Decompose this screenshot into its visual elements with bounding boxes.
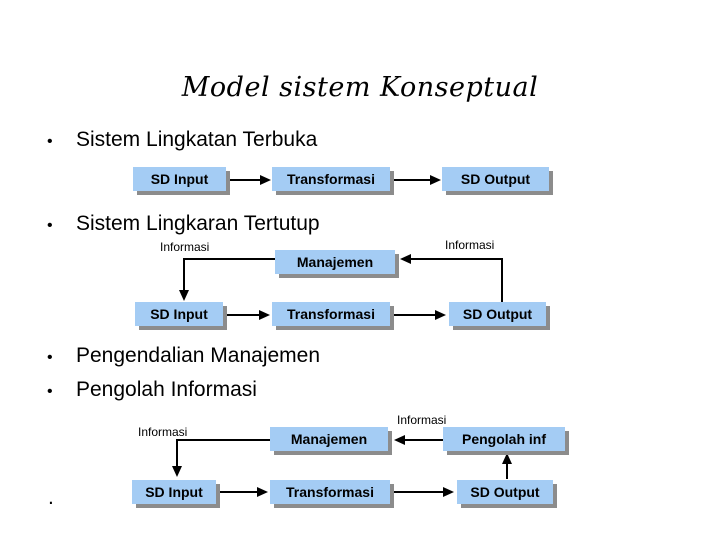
arrow-open-input-to-transformasi xyxy=(226,175,271,185)
box-ctrl-sd-input: SD Input xyxy=(132,480,216,504)
arrow-ctrl-pengolah-to-manajemen xyxy=(394,435,443,445)
arrow-ctrl-transformasi-to-output xyxy=(393,487,454,497)
label-ctrl-informasi-left: Informasi xyxy=(138,425,188,439)
box-closed-sd-output: SD Output xyxy=(449,302,546,326)
bullet-icon: • xyxy=(47,349,53,366)
bullet-item-3: • Pengendalian Manajemen xyxy=(47,343,320,371)
label-ctrl-informasi-top: Informasi xyxy=(397,413,447,427)
bullet-text: Sistem Lingkaran Tertutup xyxy=(76,212,320,235)
box-ctrl-sd-output: SD Output xyxy=(457,480,553,504)
bullet-item-2: • Sistem Lingkaran Tertutup xyxy=(47,211,320,239)
label-closed-informasi-left: Informasi xyxy=(160,240,210,254)
box-closed-transformasi: Transformasi xyxy=(272,302,390,326)
label-closed-informasi-right: Informasi xyxy=(445,238,495,252)
box-ctrl-manajemen: Manajemen xyxy=(270,427,388,451)
box-closed-sd-input: SD Input xyxy=(135,302,223,326)
bullet-icon: • xyxy=(47,217,53,234)
bullet-item-1: • Sistem Lingkatan Terbuka xyxy=(47,127,317,155)
bullet-icon: • xyxy=(47,383,53,400)
arrow-open-transformasi-to-output xyxy=(394,175,441,185)
bullet-item-4: • Pengolah Informasi xyxy=(47,377,257,405)
arrow-ctrl-manajemen-to-input xyxy=(172,439,270,477)
trailing-period: . xyxy=(48,486,54,509)
box-open-sd-input: SD Input xyxy=(133,167,226,191)
bullet-text: Pengolah Informasi xyxy=(76,378,257,401)
arrow-closed-manajemen-to-input xyxy=(179,258,275,301)
arrow-closed-output-to-manajemen xyxy=(400,254,503,302)
arrow-closed-input-to-transformasi xyxy=(226,310,270,320)
arrow-closed-transformasi-to-output xyxy=(394,310,446,320)
box-ctrl-transformasi: Transformasi xyxy=(270,480,390,504)
box-open-transformasi: Transformasi xyxy=(272,167,390,191)
bullet-icon: • xyxy=(47,133,53,150)
box-closed-manajemen: Manajemen xyxy=(275,250,395,274)
bullet-text: Pengendalian Manajemen xyxy=(76,344,321,367)
slide-title: Model sistem Konseptual xyxy=(181,72,539,103)
arrow-ctrl-input-to-transformasi xyxy=(219,487,268,497)
box-open-sd-output: SD Output xyxy=(442,167,549,191)
arrow-ctrl-output-to-pengolah xyxy=(502,453,512,479)
bullet-text: Sistem Lingkatan Terbuka xyxy=(76,128,318,151)
box-ctrl-pengolah-inf: Pengolah inf xyxy=(443,427,565,451)
